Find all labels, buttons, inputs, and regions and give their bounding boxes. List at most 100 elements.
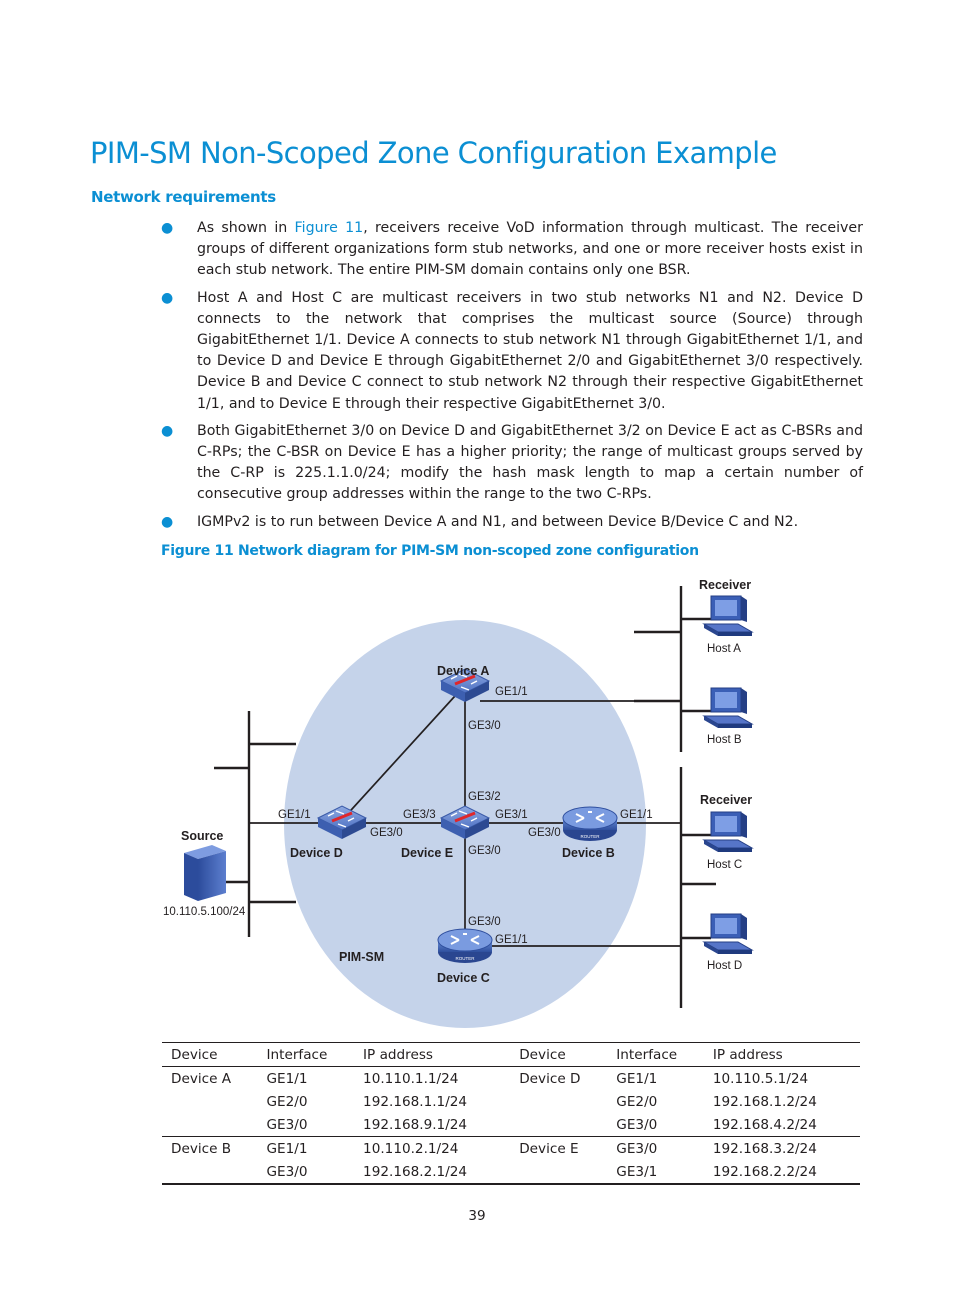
list-item-text: Both GigabitEthernet 3/0 on Device D and…	[197, 422, 863, 503]
table-cell: GE3/0	[257, 1160, 355, 1185]
interface-label: GE3/0	[468, 720, 501, 732]
router-text: ROUTER	[456, 956, 476, 961]
table-cell: 10.110.2.1/24	[363, 1141, 459, 1157]
interface-address-table: Device Interface IP address Device Inter…	[162, 1042, 860, 1185]
table-cell: Device D	[519, 1071, 581, 1087]
device-c-label: Device C	[437, 971, 490, 985]
device-d-label: Device D	[290, 846, 343, 860]
figure-link[interactable]: Figure 11	[294, 220, 364, 236]
section-heading: Network requirements	[91, 188, 276, 206]
source-lan	[214, 711, 296, 937]
requirements-list: ● As shown in Figure 11, receivers recei…	[161, 218, 863, 539]
device-a-label: Device A	[437, 664, 489, 678]
table-row: GE2/0 192.168.1.1/24 GE2/0 192.168.1.2/2…	[162, 1090, 860, 1113]
interface-label: GE3/1	[495, 809, 528, 821]
host-b-label: Host B	[707, 734, 742, 746]
host-d-label: Host D	[707, 960, 742, 972]
device-d-icon	[316, 805, 368, 839]
interface-label: GE3/0	[468, 916, 501, 928]
interface-label: GE1/1	[495, 686, 528, 698]
source-server-icon	[184, 845, 226, 901]
interface-label: GE3/3	[403, 809, 436, 821]
interface-label: GE3/0	[370, 827, 403, 839]
host-a-label: Host A	[707, 643, 741, 655]
interface-label: GE3/0	[528, 827, 561, 839]
network-diagram: ROUTER ROUTER	[163, 578, 754, 1028]
table-cell: Device B	[171, 1141, 232, 1157]
table-cell: GE3/0	[257, 1113, 355, 1137]
domain-label: PIM-SM	[339, 950, 384, 964]
table-cell	[162, 1090, 258, 1113]
table-cell: GE1/1	[616, 1071, 658, 1087]
lan-n2	[679, 767, 716, 1008]
table-cell: Device A	[171, 1071, 232, 1087]
table-cell: 192.168.2.1/24	[354, 1160, 511, 1185]
device-b-icon: ROUTER	[562, 806, 618, 841]
list-item: ● As shown in Figure 11, receivers recei…	[161, 218, 863, 282]
table-cell	[162, 1160, 258, 1185]
table-cell: GE1/1	[266, 1071, 308, 1087]
table-cell: 192.168.1.2/24	[712, 1094, 817, 1110]
table-cell: GE3/1	[607, 1160, 704, 1185]
column-header: IP address	[354, 1042, 511, 1067]
device-c-icon: ROUTER	[437, 928, 493, 963]
router-text: ROUTER	[581, 834, 601, 839]
page-number: 39	[468, 1208, 486, 1224]
source-label: Source	[181, 829, 223, 843]
interface-label: GE1/1	[620, 809, 653, 821]
table-cell: GE3/0	[616, 1141, 658, 1157]
list-item-text: As shown in	[197, 220, 295, 236]
table-cell	[162, 1113, 258, 1137]
host-c-label: Host C	[707, 859, 742, 871]
device-e-icon	[439, 805, 491, 839]
lan-n1	[634, 586, 711, 752]
interface-label: GE1/1	[495, 934, 528, 946]
list-item-text: Host A and Host C are multicast receiver…	[197, 289, 863, 412]
list-item: ● Host A and Host C are multicast receiv…	[161, 288, 863, 415]
table-cell: 10.110.1.1/24	[363, 1071, 459, 1087]
table-cell	[510, 1160, 608, 1185]
table-cell: 192.168.9.1/24	[354, 1113, 511, 1137]
table-cell: GE2/0	[616, 1094, 658, 1110]
receiver-label: Receiver	[699, 578, 751, 592]
host-c-icon	[702, 811, 754, 852]
table-cell	[510, 1090, 607, 1113]
column-header: Interface	[257, 1042, 355, 1067]
column-header: Device	[162, 1042, 258, 1067]
table-cell: 192.168.1.1/24	[363, 1094, 468, 1110]
list-item: ● Both GigabitEthernet 3/0 on Device D a…	[161, 421, 863, 506]
host-d-icon	[702, 913, 754, 954]
table-cell: 10.110.5.1/24	[712, 1071, 809, 1087]
table-row: GE3/0 192.168.9.1/24 GE3/0 192.168.4.2/2…	[162, 1113, 860, 1137]
table-row: Device B GE1/1 10.110.2.1/24 Device E GE…	[162, 1137, 860, 1161]
bullet-icon: ●	[161, 220, 174, 236]
device-a-icon	[439, 668, 491, 702]
table-cell	[510, 1113, 608, 1137]
column-header: Device	[510, 1042, 608, 1067]
table-header-row: Device Interface IP address Device Inter…	[162, 1042, 860, 1067]
list-item-text: , receivers receive VoD information thro…	[197, 220, 863, 279]
page-title: PIM-SM Non-Scoped Zone Configuration Exa…	[90, 136, 777, 170]
receiver-label: Receiver	[700, 793, 752, 807]
table-cell: 192.168.4.2/24	[703, 1113, 860, 1137]
device-b-label: Device B	[562, 846, 615, 860]
bullet-icon: ●	[161, 513, 174, 530]
list-item-text: IGMPv2 is to run between Device A and N1…	[197, 513, 799, 530]
table-cell: Device E	[519, 1141, 579, 1157]
interface-label: GE3/2	[468, 791, 501, 803]
column-header: Interface	[607, 1042, 704, 1067]
bullet-icon: ●	[161, 289, 174, 306]
figure-caption: Figure 11 Network diagram for PIM-SM non…	[161, 543, 699, 559]
table-cell: GE3/0	[607, 1113, 704, 1137]
column-header: IP address	[703, 1042, 860, 1067]
bullet-icon: ●	[161, 422, 174, 439]
list-item: ● IGMPv2 is to run between Device A and …	[161, 512, 863, 533]
table-cell: GE2/0	[266, 1094, 308, 1110]
table-cell: 192.168.2.2/24	[703, 1160, 860, 1185]
table-cell: 192.168.3.2/24	[712, 1141, 817, 1157]
table-cell: GE1/1	[266, 1141, 308, 1157]
device-e-label: Device E	[401, 846, 453, 860]
host-b-icon	[702, 687, 754, 728]
host-a-icon	[702, 595, 754, 636]
table-row: Device A GE1/1 10.110.1.1/24 Device D GE…	[162, 1067, 860, 1091]
